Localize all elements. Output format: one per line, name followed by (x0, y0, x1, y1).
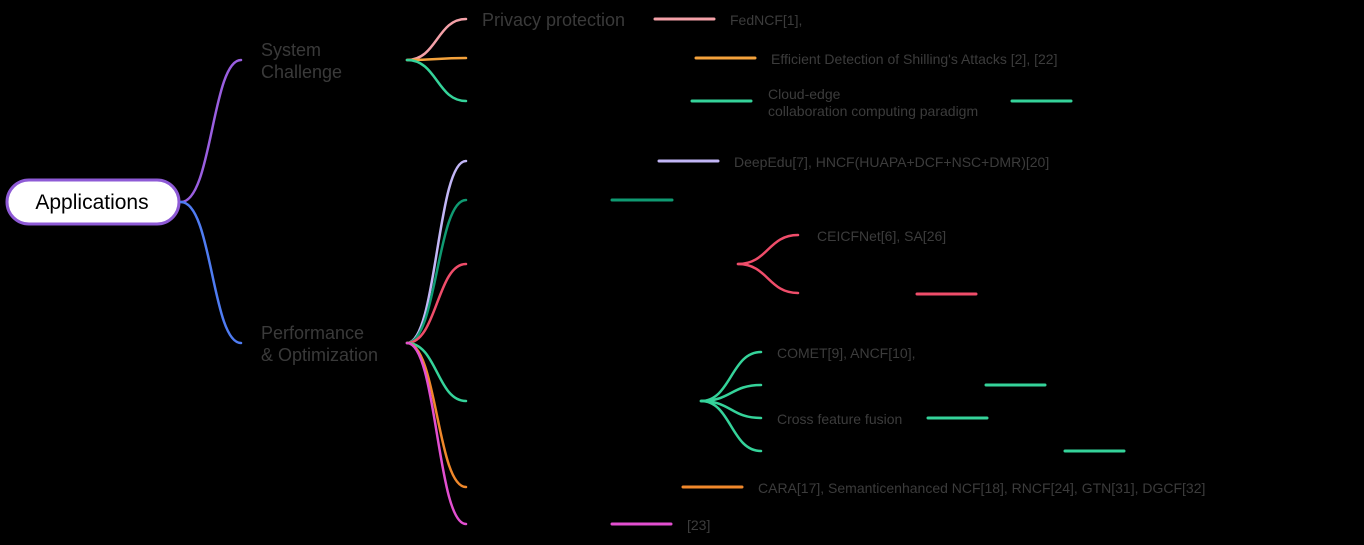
leaf-ceicfnet[interactable]: CEICFNet[6], SA[26] (817, 228, 946, 244)
connector-perf-red (405, 262, 468, 345)
root-node-label: Applications (35, 191, 148, 214)
connector-perf-orange (405, 341, 468, 489)
connector-perf-darkgreen (405, 198, 468, 345)
leaf-shilling[interactable]: Efficient Detection of Shilling's Attack… (771, 51, 1057, 67)
connector-perf-green (405, 341, 468, 403)
connector-root-performance (179, 200, 243, 345)
root-node[interactable]: Applications (5, 178, 181, 226)
leaf-cloud-line2[interactable]: collaboration computing paradigm (768, 103, 978, 119)
leaf-cloud-line1[interactable]: Cloud-edge (768, 86, 841, 102)
leaf-comet[interactable]: COMET[9], ANCF[10], (777, 345, 915, 361)
branch-performance-optimization[interactable]: Performance & Optimization (261, 323, 378, 365)
node-privacy-protection[interactable]: Privacy protection (482, 10, 625, 30)
connector-system-privacy (405, 17, 468, 62)
leaf-cara[interactable]: CARA[17], Semanticenhanced NCF[18], RNCF… (758, 480, 1205, 496)
leaf-deepedu[interactable]: DeepEdu[7], HNCF(HUAPA+DCF+NSC+DMR)[20] (734, 154, 1049, 170)
branch-system-challenge[interactable]: System Challenge (261, 40, 342, 82)
branch-performance-line1: Performance (261, 323, 364, 343)
connector-green-fourth (699, 399, 763, 453)
connector-red-ceicfnet (736, 233, 800, 266)
connector-system-cloud (405, 58, 468, 103)
connector-perf-deepedu (405, 159, 468, 345)
leaf-cross-feature-fusion[interactable]: Cross feature fusion (777, 411, 902, 427)
root-node-box (5, 178, 181, 226)
branch-system-challenge-line2: Challenge (261, 62, 342, 82)
leaf-ref23[interactable]: [23] (687, 517, 710, 533)
connector-perf-magenta (405, 341, 468, 526)
branch-system-challenge-line1: System (261, 40, 321, 60)
connector-root-system (179, 58, 243, 204)
connector-red-second (736, 262, 800, 295)
branch-performance-line2: & Optimization (261, 345, 378, 365)
leaf-fedncf[interactable]: FedNCF[1], (730, 12, 802, 28)
